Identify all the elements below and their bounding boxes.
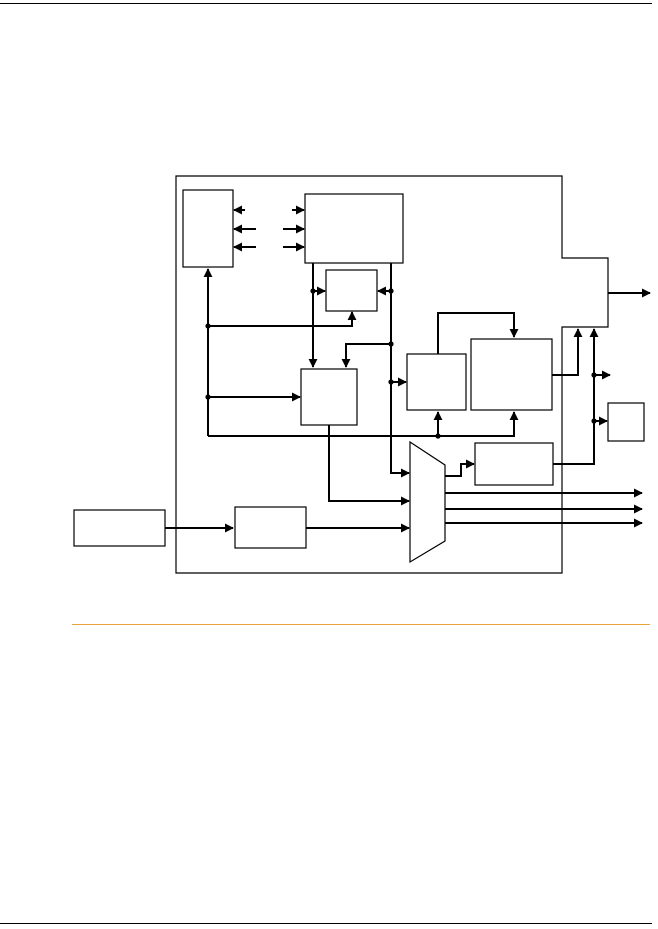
block-right-large: [470, 338, 553, 411]
wire-mux-to-lower: [445, 459, 475, 477]
wire-large-to-notch: [552, 328, 583, 376]
wire-to-mux-1: [390, 468, 410, 478]
wire-loop-top: [437, 312, 519, 354]
junctions: [205, 288, 597, 439]
block-external-small: [607, 402, 645, 442]
block-bottom-center: [234, 506, 307, 549]
wire-to-small-block: [208, 311, 357, 327]
block-left-top: [182, 189, 234, 268]
block-top-center: [304, 193, 404, 264]
wire-feedback-center: [341, 343, 391, 368]
multiplexer: [409, 440, 446, 564]
header-rule: [0, 3, 652, 4]
block-lower-right: [474, 442, 554, 486]
block-mid-right: [406, 353, 467, 411]
block-small-center: [325, 269, 378, 312]
block-center-mid: [300, 368, 358, 426]
footer-rule: [0, 923, 652, 924]
block-external-input: [73, 509, 166, 547]
wire-center-to-mux: [328, 425, 410, 506]
bottom-bus: [208, 411, 519, 437]
caption-rule: [72, 624, 650, 625]
